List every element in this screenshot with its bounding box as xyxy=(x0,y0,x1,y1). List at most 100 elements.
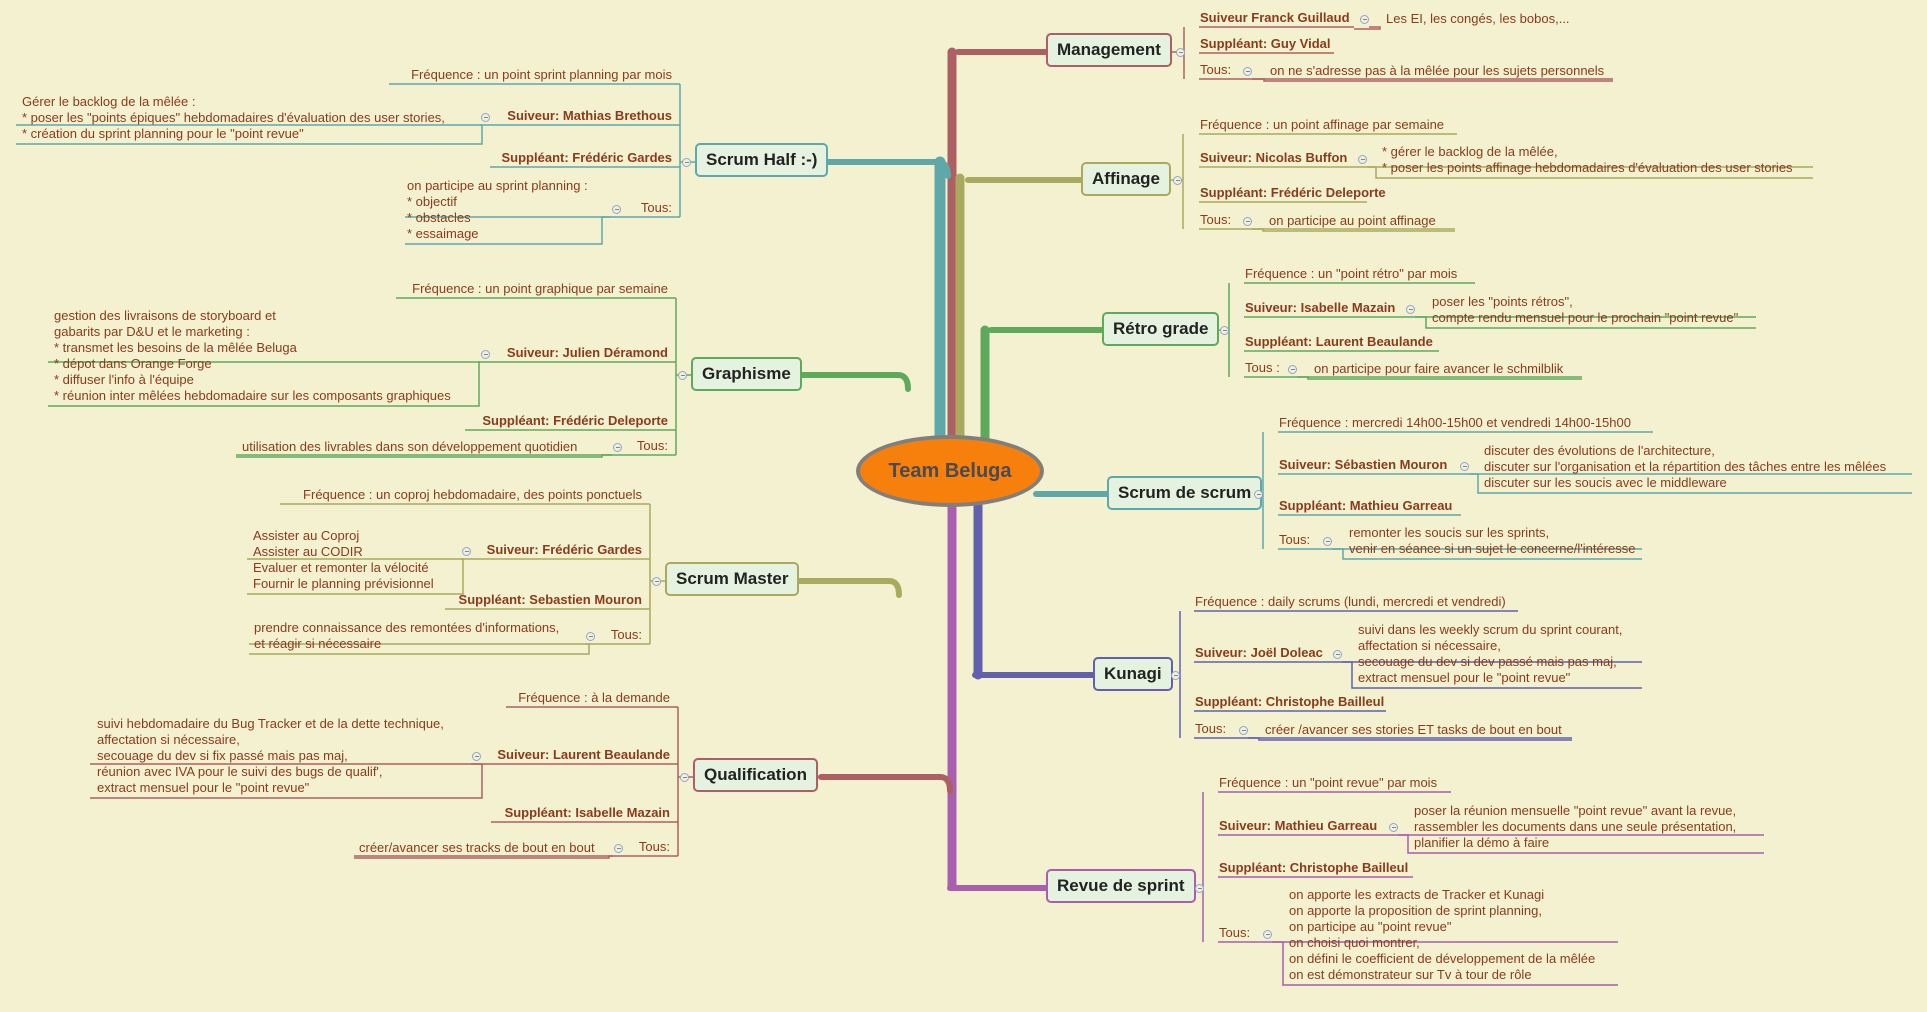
topic-revue[interactable]: Revue de sprint xyxy=(1046,869,1196,903)
central-topic[interactable]: Team Beluga xyxy=(856,435,1044,507)
info-label: Tous: xyxy=(610,627,642,642)
branch-connector xyxy=(818,774,953,794)
collapse-icon[interactable] xyxy=(481,350,490,359)
collapse-icon[interactable] xyxy=(652,577,661,586)
collapse-icon[interactable] xyxy=(1333,650,1342,659)
collapse-icon[interactable] xyxy=(1254,490,1263,499)
role-label: Suiveur: Frédéric Gardes xyxy=(486,542,642,557)
role-label: Suiveur: Julien Déramond xyxy=(506,345,668,360)
branch-connector xyxy=(818,159,951,179)
collapse-icon[interactable] xyxy=(1220,326,1229,335)
topic-affinage[interactable]: Affinage xyxy=(1081,162,1171,196)
role-label: Suppléant: Sebastien Mouron xyxy=(458,592,642,607)
note-line: poser la réunion mensuelle "point revue"… xyxy=(1414,803,1737,818)
collapse-icon[interactable] xyxy=(1239,726,1248,735)
note-connector xyxy=(1248,737,1572,741)
note-line: on choisi quoi montrer, xyxy=(1289,935,1420,950)
collapse-icon[interactable] xyxy=(1263,930,1272,939)
note-text: prendre connaissance des remontées d'inf… xyxy=(254,620,559,652)
note-line: venir en séance si un sujet le concerne/… xyxy=(1349,541,1636,556)
note-line: * obstacles xyxy=(407,210,471,225)
collapse-icon[interactable] xyxy=(1389,823,1398,832)
collapse-icon[interactable] xyxy=(1358,155,1367,164)
role-label: Suiveur: Mathieu Garreau xyxy=(1219,818,1378,833)
collapse-icon[interactable] xyxy=(1176,48,1185,57)
role-label: Suppléant: Christophe Bailleul xyxy=(1195,694,1385,709)
note-text: utilisation des livrables dans son dével… xyxy=(242,439,577,455)
collapse-icon[interactable] xyxy=(472,752,481,761)
note-line: gestion des livraisons de storyboard et xyxy=(54,308,276,323)
topic-qualification[interactable]: Qualification xyxy=(693,758,818,792)
note-connector xyxy=(1398,834,1764,854)
central-topic-label: Team Beluga xyxy=(888,459,1012,482)
note-text: Gérer le backlog de la mêlée :* poser le… xyxy=(22,94,445,142)
topic-scrumhalf[interactable]: Scrum Half :-) xyxy=(695,143,829,177)
info-label: Fréquence : un point affinage par semain… xyxy=(1200,117,1445,132)
note-line: créer /avancer ses stories ET tasks de b… xyxy=(1265,722,1562,737)
note-text: on participe au point affinage xyxy=(1269,213,1436,229)
role-label: Suppléant: Frédéric Deleporte xyxy=(1200,185,1386,200)
note-line: poser les "points rétros", xyxy=(1432,294,1573,309)
note-text: créer/avancer ses tracks de bout en bout xyxy=(359,840,595,856)
collapse-icon[interactable] xyxy=(1460,462,1469,471)
role-label: Suiveur: Nicolas Buffon xyxy=(1200,150,1348,165)
collapse-icon[interactable] xyxy=(1195,884,1204,893)
collapse-icon[interactable] xyxy=(462,547,471,556)
note-connector xyxy=(1469,473,1912,494)
note-line: on participe au sprint planning : xyxy=(407,178,588,193)
collapse-icon[interactable] xyxy=(1173,176,1182,185)
info-label: Fréquence : un point sprint planning par… xyxy=(411,67,672,82)
topic-scrumofscrum[interactable]: Scrum de scrum xyxy=(1107,476,1263,510)
note-line: compte rendu mensuel pour le prochain "p… xyxy=(1432,310,1739,325)
note-line: * création du sprint planning pour le "p… xyxy=(22,126,304,141)
note-text: on apporte les extracts de Tracker et Ku… xyxy=(1289,887,1595,983)
topic-graphisme[interactable]: Graphisme xyxy=(691,357,802,391)
collapse-icon[interactable] xyxy=(1171,671,1180,680)
info-label: Fréquence : un coproj hebdomadaire, des … xyxy=(303,487,642,502)
collapse-icon[interactable] xyxy=(1243,217,1252,226)
note-line: on ne s'adresse pas à la mêlée pour les … xyxy=(1270,63,1605,78)
collapse-icon[interactable] xyxy=(1360,15,1369,24)
note-line: * diffuser l'info à l'équipe xyxy=(54,372,194,387)
topic-retro[interactable]: Rétro grade xyxy=(1102,312,1220,346)
topic-kunagi[interactable]: Kunagi xyxy=(1093,657,1173,691)
collapse-icon[interactable] xyxy=(586,632,595,641)
collapse-icon[interactable] xyxy=(1288,365,1297,374)
collapse-icon[interactable] xyxy=(680,773,689,782)
note-line: planifier la démo à faire xyxy=(1414,835,1550,850)
collapse-icon[interactable] xyxy=(1323,537,1332,546)
note-connector xyxy=(16,124,483,145)
collapse-icon[interactable] xyxy=(678,371,687,380)
note-line: réunion avec IVA pour le suivi des bugs … xyxy=(97,764,383,779)
note-text: poser la réunion mensuelle "point revue"… xyxy=(1414,803,1736,851)
collapse-icon[interactable] xyxy=(1243,67,1252,76)
collapse-icon[interactable] xyxy=(481,113,490,122)
collapse-icon[interactable] xyxy=(613,443,622,452)
topic-scrummaster[interactable]: Scrum Master xyxy=(665,562,800,596)
info-label: Fréquence : un point graphique par semai… xyxy=(412,281,668,296)
note-connector xyxy=(1297,376,1582,380)
collapse-icon[interactable] xyxy=(1406,305,1415,314)
note-connector xyxy=(1252,228,1455,232)
role-label: Suppléant: Frédéric Gardes xyxy=(501,150,673,165)
branch-connector xyxy=(793,578,902,598)
collapse-icon[interactable] xyxy=(614,844,623,853)
note-line: discuter sur les soucis avec le middlewa… xyxy=(1484,475,1727,490)
collapse-icon[interactable] xyxy=(682,158,691,167)
note-line: discuter sur l'organisation et la répart… xyxy=(1484,459,1887,474)
note-connector xyxy=(236,454,612,458)
note-connector xyxy=(405,216,611,245)
info-label: Fréquence : à la demande xyxy=(518,690,670,705)
note-line: * réunion inter mêlées hebdomadaire sur … xyxy=(54,388,451,403)
note-connector xyxy=(1342,661,1642,689)
note-line: secouage du dev si fix passé mais pas ma… xyxy=(97,748,348,763)
note-text: on ne s'adresse pas à la mêlée pour les … xyxy=(1270,63,1604,79)
collapse-icon[interactable] xyxy=(612,205,621,214)
note-line: affectation si nécessaire, xyxy=(1358,638,1501,653)
topic-management[interactable]: Management xyxy=(1046,33,1172,67)
note-line: remonter les soucis sur les sprints, xyxy=(1349,525,1550,540)
note-line: discuter des évolutions de l'architectur… xyxy=(1484,443,1715,458)
note-line: extract mensuel pour le "point revue" xyxy=(97,780,310,795)
